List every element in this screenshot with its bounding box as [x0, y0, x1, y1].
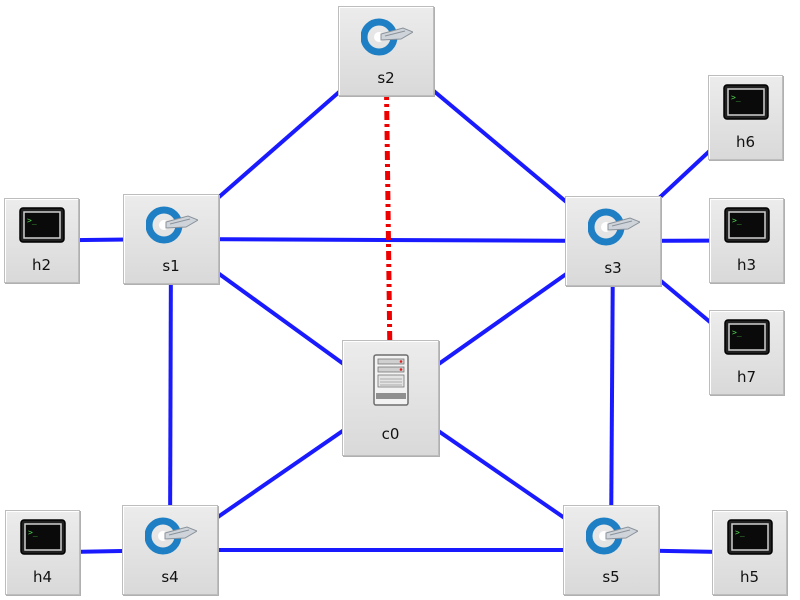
host-node-h3[interactable]: >_ h3 — [709, 198, 784, 283]
host-node-h6[interactable]: >_ h6 — [708, 75, 783, 160]
host-node-h7[interactable]: >_ h7 — [709, 310, 784, 395]
terminal-icon: >_ — [724, 207, 770, 247]
svg-text:>_: >_ — [735, 528, 745, 537]
switch-icon — [360, 15, 415, 63]
node-label: h2 — [31, 256, 52, 274]
svg-text:>_: >_ — [732, 328, 742, 337]
svg-text:>_: >_ — [28, 528, 38, 537]
switch-node-s4[interactable]: s4 — [122, 505, 218, 595]
terminal-icon: >_ — [723, 84, 769, 124]
node-label: h3 — [736, 256, 757, 274]
node-label: s4 — [161, 568, 179, 586]
svg-text:>_: >_ — [27, 216, 37, 225]
link-s1-s3[interactable] — [170, 237, 614, 243]
host-node-h5[interactable]: >_ h5 — [712, 510, 787, 595]
switch-icon — [587, 205, 642, 253]
node-label: s1 — [162, 257, 180, 275]
node-label: s5 — [602, 568, 620, 586]
node-label: h6 — [735, 133, 756, 151]
svg-text:>_: >_ — [731, 93, 741, 102]
link-s1-s4[interactable] — [168, 238, 173, 551]
switch-node-s3[interactable]: s3 — [565, 196, 661, 286]
switch-icon — [144, 514, 199, 562]
svg-text:>_: >_ — [732, 216, 742, 225]
link-s3-s5[interactable] — [609, 240, 615, 551]
host-node-h4[interactable]: >_ h4 — [5, 510, 80, 595]
terminal-icon: >_ — [727, 519, 773, 559]
node-label: c0 — [381, 425, 400, 443]
switch-node-s1[interactable]: s1 — [123, 194, 219, 284]
terminal-icon: >_ — [20, 519, 66, 559]
switch-node-s2[interactable]: s2 — [338, 6, 434, 96]
link-s2-c0[interactable] — [383, 50, 393, 399]
node-label: h4 — [32, 568, 53, 586]
node-label: s3 — [604, 259, 622, 277]
switch-icon — [585, 514, 640, 562]
switch-node-s5[interactable]: s5 — [563, 505, 659, 595]
host-node-h2[interactable]: >_ h2 — [4, 198, 79, 283]
server-icon — [370, 353, 412, 413]
terminal-icon: >_ — [724, 319, 770, 359]
switch-icon — [145, 203, 200, 251]
controller-node-c0[interactable]: c0 — [342, 340, 439, 456]
terminal-icon: >_ — [19, 207, 65, 247]
node-label: s2 — [377, 69, 395, 87]
node-label: h7 — [736, 368, 757, 386]
node-label: h5 — [739, 568, 760, 586]
